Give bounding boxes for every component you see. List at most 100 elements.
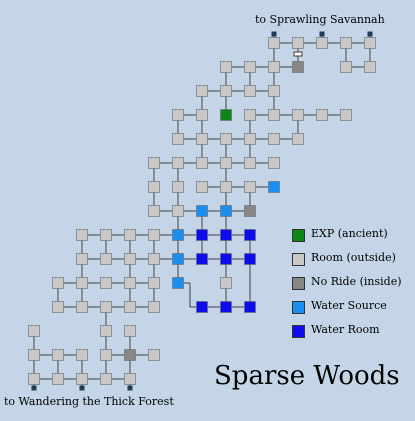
room-outside[interactable] (268, 61, 280, 73)
legend-label-outside: Room (outside) (311, 251, 396, 264)
exit-label-north[interactable]: to Sprawling Savannah (255, 13, 385, 26)
room-outside[interactable] (244, 133, 256, 145)
room-watersource[interactable] (172, 229, 184, 241)
room-watersource[interactable] (268, 181, 280, 193)
room-outside[interactable] (100, 373, 112, 385)
room-outside[interactable] (52, 349, 64, 361)
room-outside[interactable] (196, 133, 208, 145)
room-outside[interactable] (196, 157, 208, 169)
room-outside[interactable] (316, 109, 328, 121)
room-outside[interactable] (148, 229, 160, 241)
room-outside[interactable] (340, 109, 352, 121)
room-outside[interactable] (220, 277, 232, 289)
room-outside[interactable] (172, 205, 184, 217)
room-outside[interactable] (316, 37, 328, 49)
room-exp[interactable] (220, 109, 232, 121)
room-outside[interactable] (268, 109, 280, 121)
room-outside[interactable] (28, 349, 40, 361)
room-waterroom[interactable] (220, 301, 232, 313)
room-outside[interactable] (340, 61, 352, 73)
room-outside[interactable] (76, 349, 88, 361)
room-outside[interactable] (148, 349, 160, 361)
exit-north-marker[interactable] (319, 31, 325, 37)
room-outside[interactable] (244, 109, 256, 121)
room-outside[interactable] (340, 37, 352, 49)
room-outside[interactable] (148, 301, 160, 313)
room-outside[interactable] (76, 277, 88, 289)
room-outside[interactable] (220, 133, 232, 145)
exit-north-marker[interactable] (271, 31, 277, 37)
room-waterroom[interactable] (220, 253, 232, 265)
room-outside[interactable] (268, 37, 280, 49)
room-outside[interactable] (100, 253, 112, 265)
room-outside[interactable] (292, 37, 304, 49)
exit-north-marker[interactable] (367, 31, 373, 37)
room-outside[interactable] (220, 61, 232, 73)
room-outside[interactable] (100, 301, 112, 313)
room-outside[interactable] (244, 157, 256, 169)
room-outside[interactable] (268, 85, 280, 97)
room-waterroom[interactable] (220, 229, 232, 241)
room-outside[interactable] (148, 205, 160, 217)
room-watersource[interactable] (196, 205, 208, 217)
room-outside[interactable] (76, 301, 88, 313)
room-outside[interactable] (124, 277, 136, 289)
room-outside[interactable] (292, 133, 304, 145)
room-outside[interactable] (100, 277, 112, 289)
room-outside[interactable] (196, 85, 208, 97)
room-noride[interactable] (244, 205, 256, 217)
room-outside[interactable] (76, 373, 88, 385)
room-noride[interactable] (124, 349, 136, 361)
room-outside[interactable] (244, 61, 256, 73)
room-outside[interactable] (364, 61, 376, 73)
room-outside[interactable] (124, 253, 136, 265)
room-outside[interactable] (76, 253, 88, 265)
exit-south-marker[interactable] (127, 385, 133, 391)
room-outside[interactable] (100, 229, 112, 241)
exit-label-south[interactable]: to Wandering the Thick Forest (4, 395, 174, 408)
room-watersource[interactable] (220, 205, 232, 217)
room-outside[interactable] (268, 157, 280, 169)
room-outside[interactable] (364, 37, 376, 49)
room-outside[interactable] (148, 277, 160, 289)
room-waterroom[interactable] (244, 301, 256, 313)
room-outside[interactable] (220, 181, 232, 193)
room-outside[interactable] (148, 157, 160, 169)
room-outside[interactable] (292, 109, 304, 121)
room-outside[interactable] (100, 325, 112, 337)
room-outside[interactable] (172, 133, 184, 145)
room-outside[interactable] (196, 181, 208, 193)
room-watersource[interactable] (172, 253, 184, 265)
room-outside[interactable] (124, 301, 136, 313)
room-outside[interactable] (148, 181, 160, 193)
room-outside[interactable] (220, 85, 232, 97)
room-outside[interactable] (220, 157, 232, 169)
room-noride[interactable] (292, 61, 304, 73)
room-outside[interactable] (148, 253, 160, 265)
room-outside[interactable] (268, 133, 280, 145)
room-outside[interactable] (52, 301, 64, 313)
room-outside[interactable] (124, 229, 136, 241)
room-watersource[interactable] (172, 277, 184, 289)
room-outside[interactable] (172, 157, 184, 169)
room-outside[interactable] (100, 349, 112, 361)
room-outside[interactable] (52, 277, 64, 289)
room-waterroom[interactable] (244, 229, 256, 241)
room-outside[interactable] (124, 325, 136, 337)
exit-south-marker[interactable] (79, 385, 85, 391)
room-waterroom[interactable] (196, 229, 208, 241)
room-outside[interactable] (124, 373, 136, 385)
room-outside[interactable] (172, 181, 184, 193)
room-waterroom[interactable] (196, 253, 208, 265)
room-outside[interactable] (28, 325, 40, 337)
room-outside[interactable] (244, 85, 256, 97)
room-waterroom[interactable] (196, 301, 208, 313)
room-waterroom[interactable] (244, 253, 256, 265)
room-outside[interactable] (76, 229, 88, 241)
exit-south-marker[interactable] (31, 385, 37, 391)
room-outside[interactable] (196, 109, 208, 121)
room-outside[interactable] (28, 373, 40, 385)
room-outside[interactable] (52, 373, 64, 385)
room-outside[interactable] (244, 181, 256, 193)
room-outside[interactable] (172, 109, 184, 121)
